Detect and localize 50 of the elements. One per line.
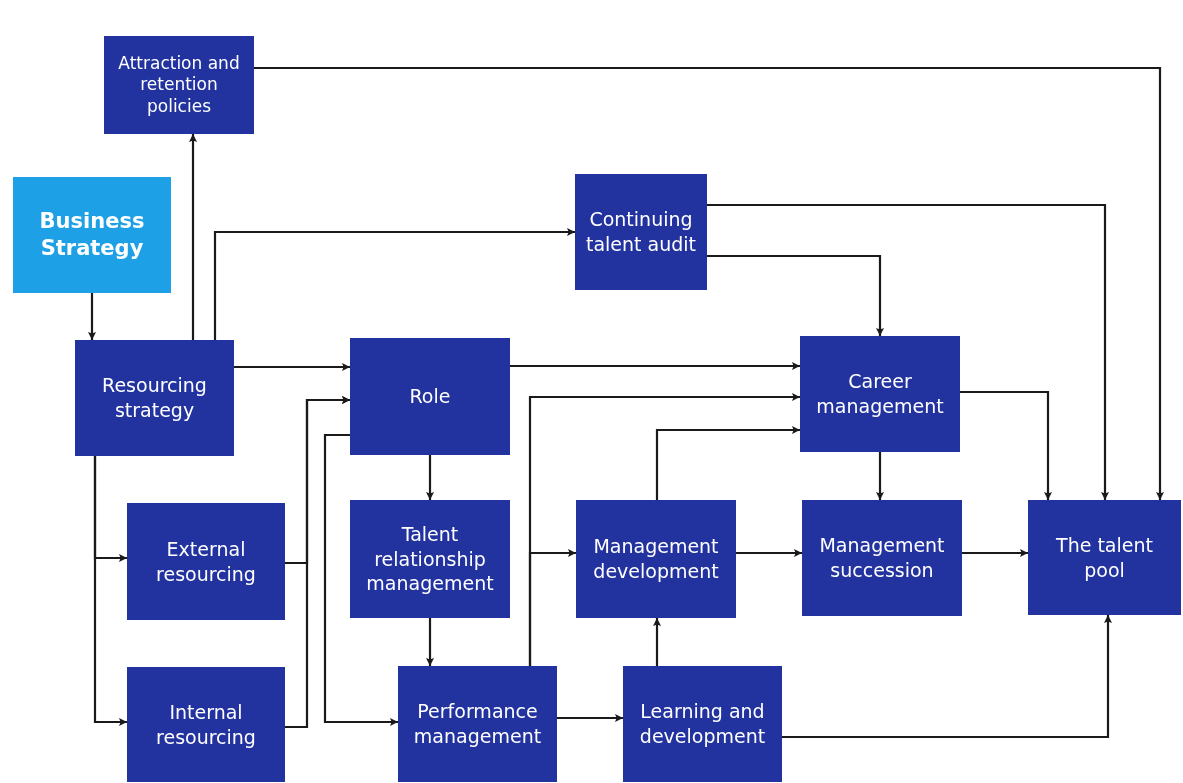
process-box xyxy=(623,666,782,782)
arrow xyxy=(510,362,800,370)
arrow xyxy=(962,549,1028,557)
arrow xyxy=(213,228,575,340)
arrow xyxy=(285,396,350,729)
arrow xyxy=(88,293,96,340)
box-label: Continuing talent audit xyxy=(584,207,698,257)
box-label: Role xyxy=(409,384,451,409)
arrow xyxy=(323,433,398,726)
arrow xyxy=(876,452,884,500)
box-label: Business Strategy xyxy=(38,207,146,262)
process-box xyxy=(398,666,557,782)
strategy-box xyxy=(13,177,171,293)
box-label: Career management xyxy=(815,369,945,419)
process-box xyxy=(575,174,707,290)
arrow xyxy=(557,714,623,722)
arrow xyxy=(653,618,661,666)
arrow xyxy=(254,66,1164,500)
arrow xyxy=(782,615,1112,739)
box-label: Talent relationship management xyxy=(365,521,495,597)
box-label: Resourcing strategy xyxy=(101,373,208,423)
arrow xyxy=(736,549,802,557)
box-label: The talent pool xyxy=(1055,532,1154,583)
process-box xyxy=(1028,500,1181,615)
box-label: Learning and development xyxy=(638,699,767,749)
arrow xyxy=(960,390,1052,500)
arrow xyxy=(655,426,800,500)
arrow xyxy=(426,455,434,500)
arrow xyxy=(707,203,1109,500)
arrow xyxy=(93,456,127,726)
arrow xyxy=(426,618,434,666)
process-box xyxy=(800,336,960,452)
box-label: Attraction and retention policies xyxy=(117,53,241,117)
process-box xyxy=(802,500,962,616)
box-label: Internal resourcing xyxy=(155,699,257,750)
box-label: External resourcing xyxy=(155,536,257,587)
arrow xyxy=(528,549,576,666)
process-box xyxy=(75,340,234,456)
process-box xyxy=(350,338,510,455)
process-box xyxy=(104,36,254,134)
process-box xyxy=(350,500,510,618)
arrow xyxy=(234,363,350,371)
box-label: Performance management xyxy=(412,699,543,749)
process-box xyxy=(127,503,285,620)
box-label: Management succession xyxy=(818,533,946,583)
arrow xyxy=(189,134,197,340)
box-label: Management development xyxy=(592,534,720,584)
arrow xyxy=(707,254,884,336)
process-box xyxy=(127,667,285,782)
process-box xyxy=(576,500,736,618)
